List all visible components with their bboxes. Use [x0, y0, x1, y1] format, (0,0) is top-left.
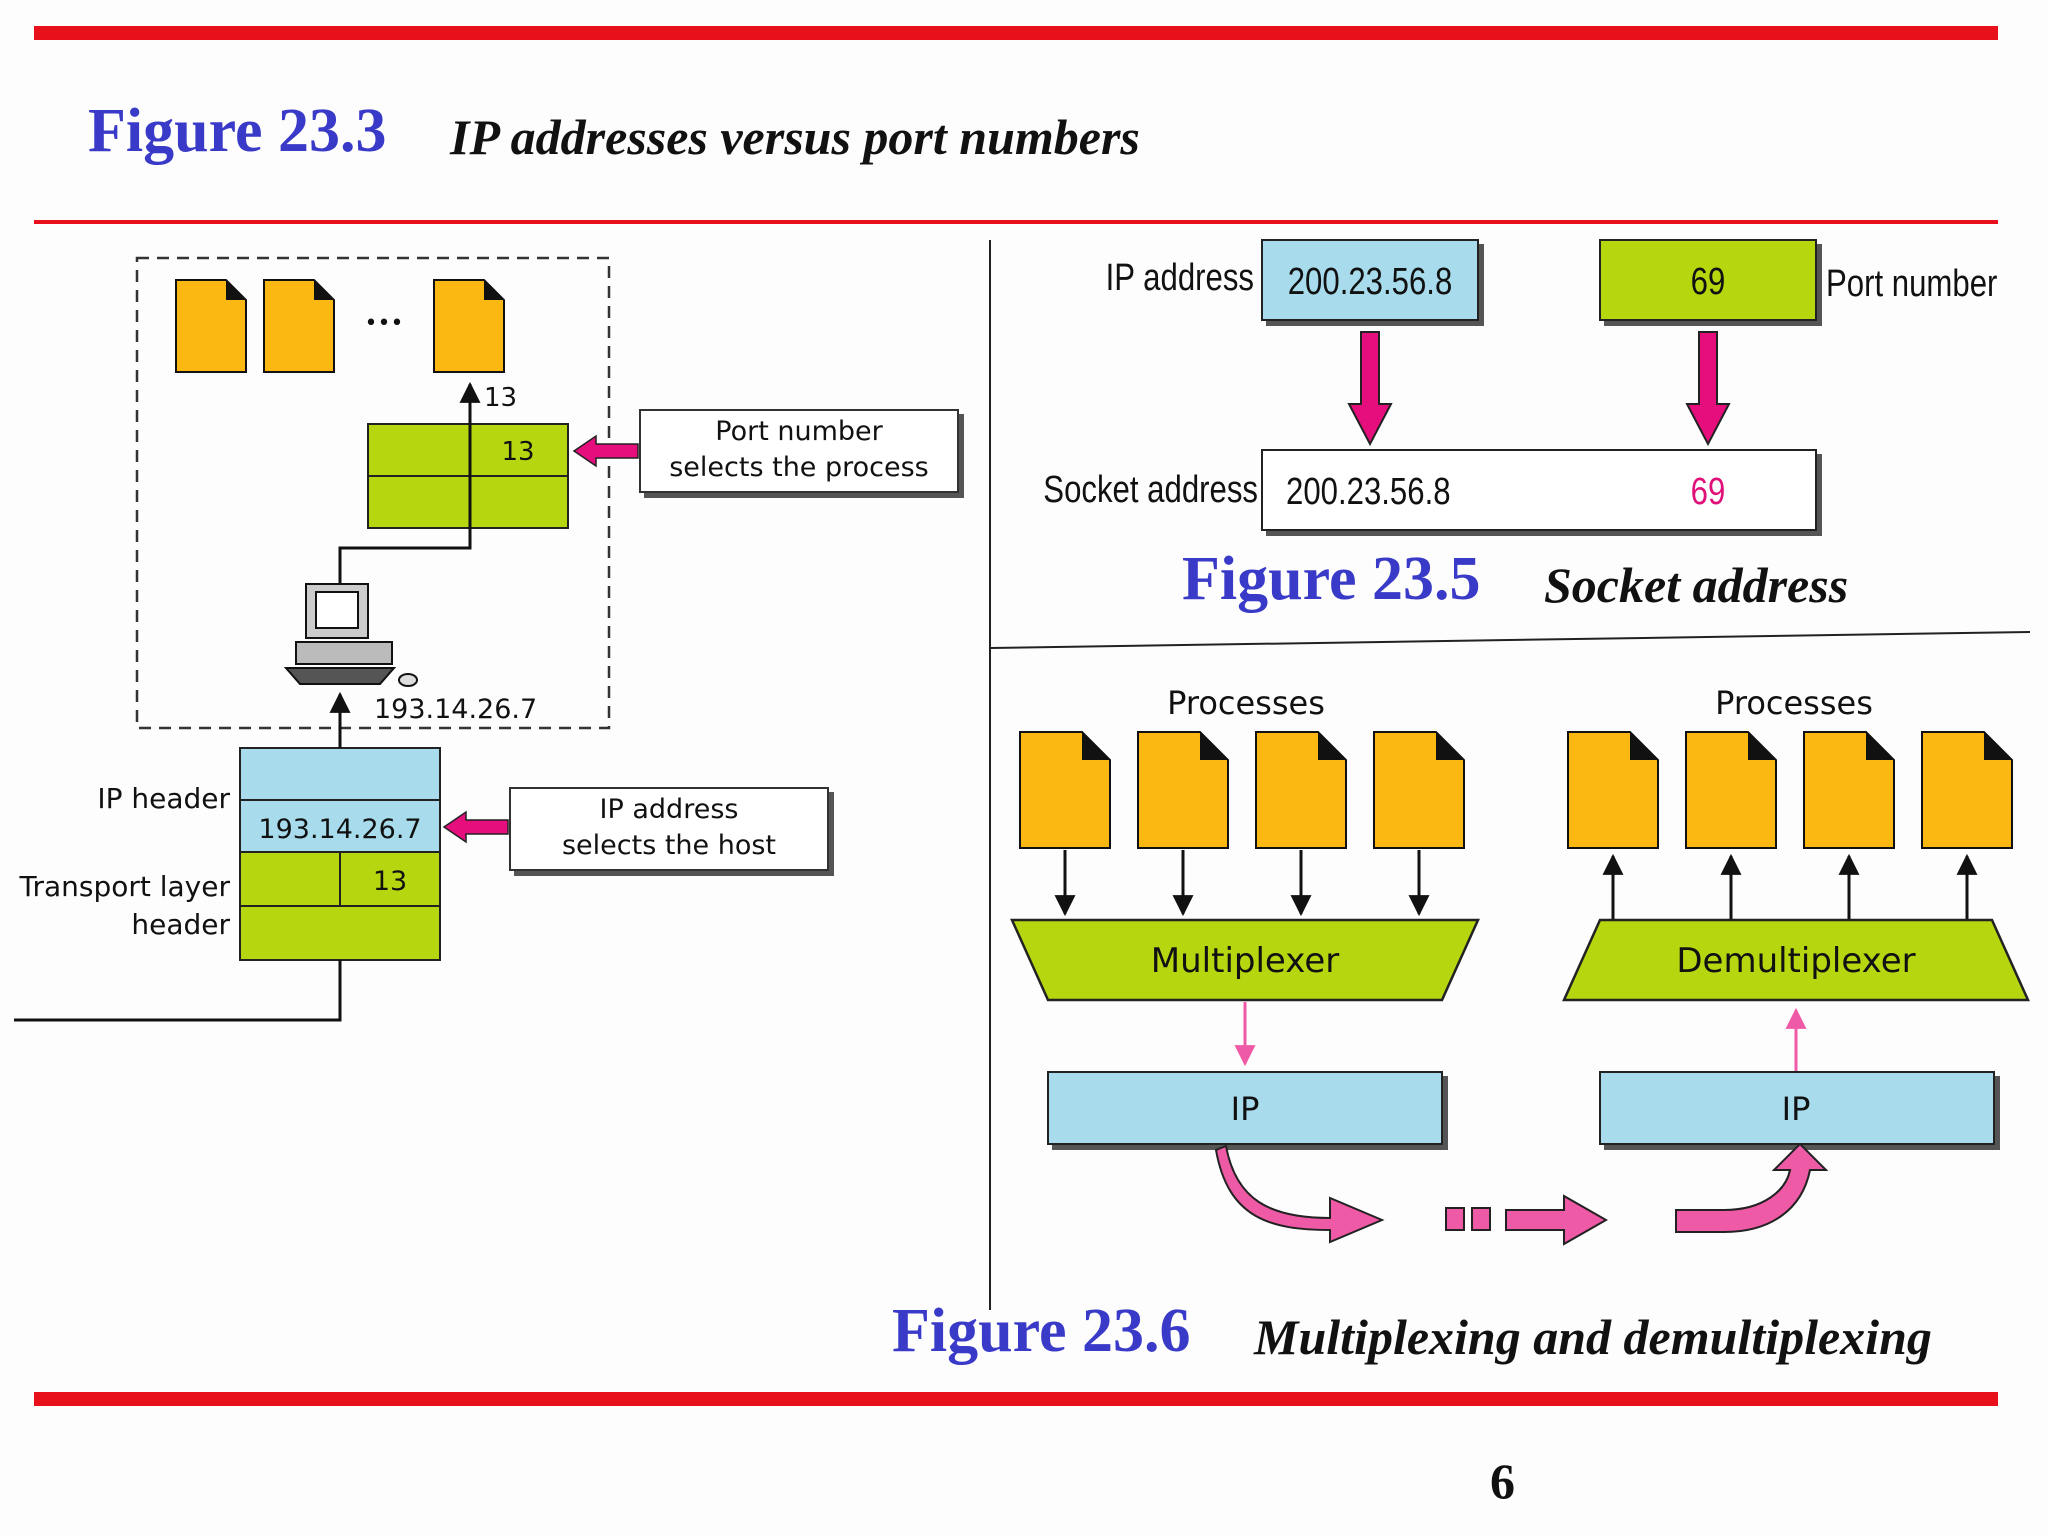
process-icon	[1921, 731, 2013, 849]
ip-header-label: IP header	[97, 782, 230, 815]
network-line	[14, 960, 342, 1022]
ip-down-arrow	[1347, 331, 1393, 447]
port-callout-arrow	[572, 434, 639, 468]
port-value: 69	[1691, 261, 1726, 303]
horizontal-divider	[989, 631, 2031, 649]
ip-left-label: IP	[1231, 1090, 1260, 1128]
demultiplexer-label: Demultiplexer	[1676, 941, 1915, 981]
demultiplexer-shape	[1562, 918, 2030, 1002]
port-number-label: Port number	[1826, 263, 1997, 305]
process-icon	[1803, 731, 1895, 849]
host-ip-label: 193.14.26.7	[374, 694, 537, 725]
transfer-arrow-middle	[1505, 1194, 1609, 1246]
transfer-dot	[1445, 1207, 1465, 1231]
ip-callout-line1: IP address	[600, 794, 739, 825]
process-icon	[1685, 731, 1777, 849]
ip-left-box	[1047, 1071, 1443, 1145]
process-icon	[1255, 731, 1347, 849]
transfer-curve-right	[1675, 1142, 1829, 1233]
transport-label-line1: Transport layer	[18, 870, 230, 903]
top-red-rule	[34, 26, 1998, 40]
host-dashed-box	[135, 256, 611, 730]
port-callout-line2: selects the process	[669, 452, 929, 483]
page-number: 6	[1490, 1453, 1515, 1509]
fig-23-5-number: Figure 23.5	[1182, 545, 1481, 613]
multiplexer-label: Multiplexer	[1151, 941, 1339, 981]
process-icon	[1373, 731, 1465, 849]
port-top-label: 13	[484, 383, 517, 413]
transfer-dot	[1471, 1207, 1491, 1231]
ip-right-box	[1599, 1071, 1995, 1145]
port-down-arrow	[1685, 331, 1731, 447]
ip-callout-line2: selects the host	[562, 830, 776, 861]
title-caption: IP addresses versus port numbers	[450, 109, 1140, 165]
process-icon	[433, 279, 505, 373]
port-callout-line1: Port number	[715, 416, 883, 447]
title-figure-number: Figure 23.3	[88, 97, 387, 165]
fig-23-5-caption: Socket address	[1544, 557, 1849, 613]
ip-callout-box	[509, 787, 829, 871]
ip-address-value: 200.23.56.8	[1288, 261, 1453, 303]
port-box-value: 13	[501, 437, 534, 467]
process-icon	[1567, 731, 1659, 849]
ip-right-label: IP	[1782, 1090, 1811, 1128]
processes-left-label: Processes	[1167, 684, 1325, 722]
transport-label-line2: header	[131, 908, 230, 941]
computer-to-port-line	[338, 528, 472, 584]
socket-ip-value: 200.23.56.8	[1286, 471, 1451, 513]
port-callout-box	[639, 409, 959, 493]
processes-right-label: Processes	[1715, 684, 1873, 722]
process-ellipsis: •••	[365, 311, 404, 336]
computer-icon	[283, 583, 418, 687]
process-icon	[175, 279, 247, 373]
fig-23-6-caption: Multiplexing and demultiplexing	[1254, 1309, 1932, 1365]
fig-23-6-number: Figure 23.6	[892, 1297, 1191, 1365]
socket-address-label: Socket address	[1043, 469, 1258, 511]
socket-address-box	[1261, 449, 1817, 531]
ip-address-box	[1261, 239, 1479, 321]
process-icon	[1019, 731, 1111, 849]
ip-address-label: IP address	[1106, 257, 1254, 299]
socket-port-value: 69	[1691, 471, 1726, 513]
multiplexer-shape	[1010, 918, 1480, 1002]
ip-header-value: 193.14.26.7	[258, 814, 421, 845]
transport-port-value: 13	[373, 866, 407, 897]
ip-callout-arrow	[442, 810, 509, 844]
process-icon	[1137, 731, 1229, 849]
bottom-red-rule	[34, 1392, 1998, 1406]
process-icon	[263, 279, 335, 373]
transfer-curve-left	[1214, 1144, 1385, 1244]
title-underline	[34, 220, 1998, 224]
port-value-box	[1599, 239, 1817, 321]
